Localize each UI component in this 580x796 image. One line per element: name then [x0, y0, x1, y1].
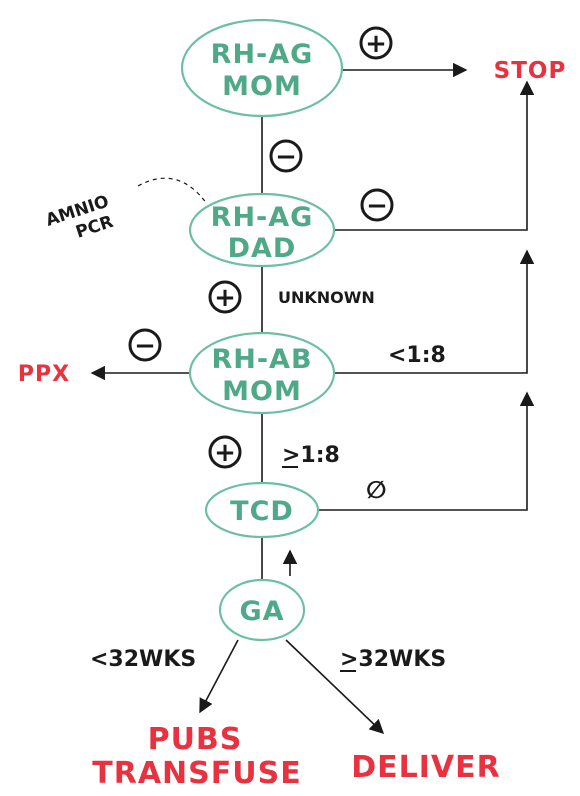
node-rh-ag-dad: RH-AG DAD — [188, 192, 336, 268]
label-ge-32-wks: >32WKS — [340, 647, 446, 672]
sign-plus-ag-mom-label: + — [365, 29, 387, 59]
node-rh-ag-dad-line2: DAD — [228, 233, 297, 264]
label-ge-1-8: >1:8 — [282, 443, 340, 468]
sign-plus-ag-mom: + — [359, 26, 393, 60]
edge-ga-to-pubs — [199, 639, 239, 714]
sign-plus-ag-mom-circle — [359, 26, 393, 60]
sign-plus-ab-mom-label: + — [214, 438, 236, 468]
sign-minus-ag-mom-label: − — [275, 142, 297, 172]
label-null-result: ∅ — [366, 476, 387, 504]
outcome-ppx: PPX — [18, 362, 70, 387]
sign-minus-ab-mom-label: − — [134, 331, 156, 361]
outcome-transfuse: TRANSFUSE — [92, 756, 301, 791]
sign-minus-ab-mom-circle — [128, 328, 162, 362]
node-rh-ag-mom: RH-AG MOM — [180, 18, 344, 118]
amnio-dashed-link — [137, 177, 208, 205]
node-rh-ag-mom-line1: RH-AG — [211, 39, 314, 70]
node-rh-ag-dad-shape — [188, 192, 336, 268]
node-rh-ag-mom-line2: MOM — [222, 71, 302, 102]
node-ga-label: GA — [239, 596, 284, 627]
sign-minus-ag-dad: − — [360, 188, 394, 222]
node-rh-ab-mom-shape — [188, 331, 336, 415]
sign-plus-ab-mom: + — [208, 435, 242, 469]
node-ga-shape — [218, 578, 306, 642]
node-tcd-shape — [204, 481, 320, 539]
sign-minus-ag-dad-circle — [360, 188, 394, 222]
outcome-stop: STOP — [494, 58, 567, 84]
node-rh-ab-mom-line2: MOM — [222, 376, 302, 407]
edge-ab-mom-to-dad-level — [334, 249, 535, 374]
sign-minus-ag-dad-label: − — [366, 191, 388, 221]
node-rh-ab-mom: RH-AB MOM — [188, 331, 336, 415]
edge-ga-to-deliver — [285, 639, 385, 734]
connector-lines — [90, 62, 535, 734]
node-rh-ag-mom-shape — [180, 18, 344, 118]
label-unknown: UNKNOWN — [278, 288, 375, 307]
sign-plus-ag-dad: + — [208, 280, 242, 314]
sign-minus-ab-mom: − — [128, 328, 162, 362]
outcome-pubs: PUBS — [148, 722, 243, 757]
sign-plus-ag-dad-label: + — [214, 283, 236, 313]
node-ga: GA — [218, 578, 306, 642]
sign-minus-ag-mom: − — [269, 139, 303, 173]
node-rh-ab-mom-line1: RH-AB — [211, 344, 312, 375]
outcome-deliver: DELIVER — [351, 750, 501, 785]
label-lt-1-8: <1:8 — [388, 343, 446, 368]
sign-plus-ab-mom-circle — [208, 435, 242, 469]
sign-minus-ag-mom-circle — [269, 139, 303, 173]
node-rh-ag-dad-line1: RH-AG — [211, 202, 314, 233]
node-tcd: TCD — [204, 481, 320, 539]
label-lt-32-wks: <32WKS — [90, 647, 196, 672]
node-tcd-label: TCD — [230, 496, 294, 527]
sign-plus-ag-dad-circle — [208, 280, 242, 314]
edge-tcd-to-ab-level — [318, 391, 535, 511]
edge-ag-dad-to-stop — [334, 80, 535, 231]
